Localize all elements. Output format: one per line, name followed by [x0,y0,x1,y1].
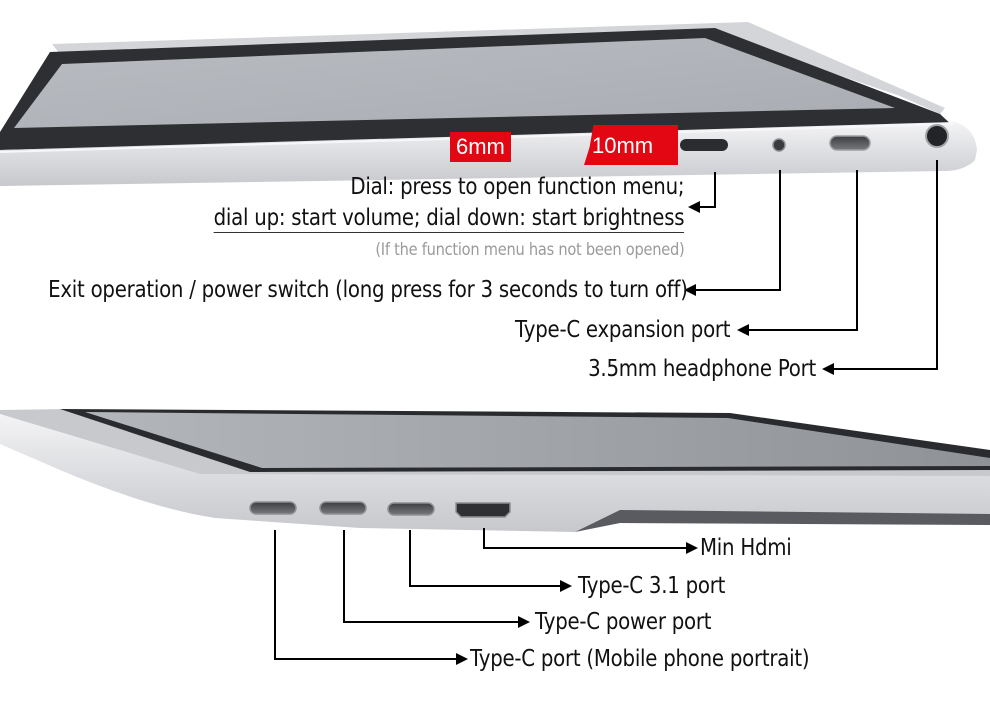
typec-port-icon [319,501,367,515]
typec-port-icon [387,502,435,516]
top-device-screen [14,38,895,128]
thickness-10mm-label: 10mm [592,133,654,158]
dial-arrow [688,201,700,213]
headphone-jack-icon [925,124,949,148]
typec-portrait-arrow [456,653,468,665]
typec-31-label: Type-C 3.1 port [578,573,726,599]
headphone-leader [831,160,938,370]
min-hdmi-label: Min Hdmi [700,535,792,561]
typec-port-icon [829,135,871,151]
bottom-arrowheads [456,542,698,665]
typec-port-icon [249,501,297,515]
bottom-device-underside [575,510,990,532]
exit-power-label: Exit operation / power switch (long pres… [48,277,688,303]
power-button-icon [772,138,786,152]
typec-portrait-leader [274,530,458,660]
top-leader-lines [692,160,938,370]
bottom-device [0,409,990,532]
bottom-device-side [0,414,990,532]
typec-power-label: Type-C power port [535,609,712,635]
dial-label-line2: dial up: start volume; dial down: start … [213,205,684,233]
typec-31-leader [409,530,562,587]
typec-power-leader [343,530,520,623]
thickness-6mm-badge: 6mm [450,132,511,162]
min-hdmi-arrow [686,542,698,554]
typec-power-arrow [518,616,530,628]
top-arrowheads [684,201,834,375]
headphone-label: 3.5mm headphone Port [588,356,816,382]
dial-leader [698,172,716,208]
headphone-arrow [822,363,834,375]
bottom-device-screen [85,412,990,468]
exit-leader [692,170,781,291]
thickness-10mm-badge [584,125,678,165]
dial-icon [680,139,728,151]
bottom-device-rim [0,409,990,478]
bottom-leader-lines [274,528,688,660]
typec-31-arrow [560,580,572,592]
dial-label-line1: Dial: press to open function menu; [350,174,684,200]
typec-expansion-arrow [737,324,749,336]
top-device [0,22,977,186]
mini-hdmi-port-icon [455,502,511,518]
exit-arrow [684,284,696,296]
dial-note: (If the function menu has not been opene… [374,240,684,260]
typec-expansion-leader [746,170,858,331]
min-hdmi-leader [483,528,688,549]
typec-portrait-label: Type-C port (Mobile phone portrait) [470,646,810,672]
typec-expansion-label: Type-C expansion port [514,317,731,343]
